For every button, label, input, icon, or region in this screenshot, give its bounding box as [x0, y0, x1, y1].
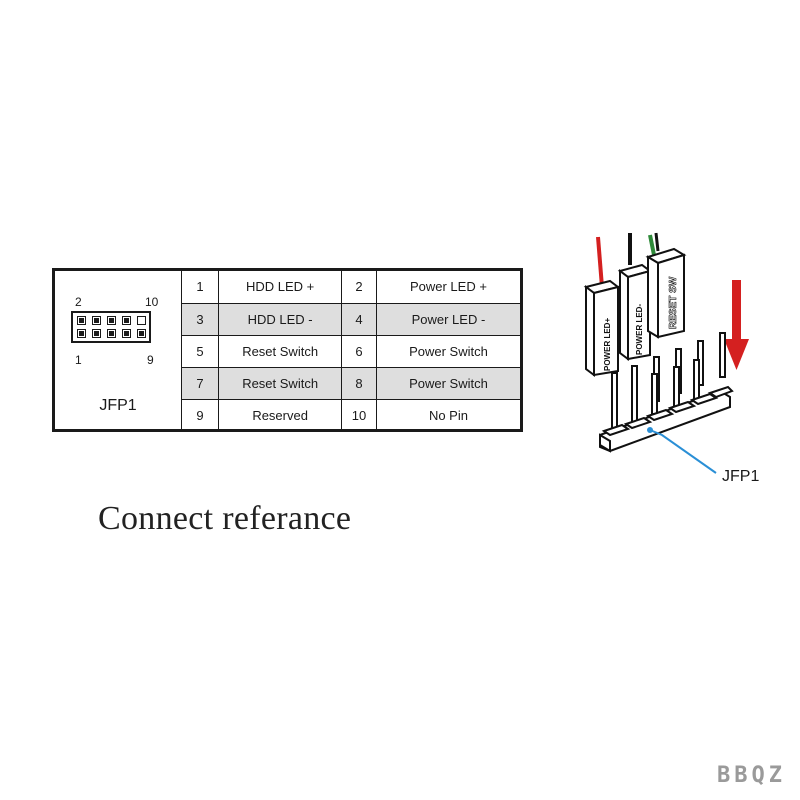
- header-pin: [122, 329, 131, 338]
- jfp1-label: JFP1: [722, 468, 760, 485]
- header-pin: [107, 329, 116, 338]
- pin-number: 3: [182, 302, 219, 335]
- table-row: 1 HDD LED + 2 Power LED +: [182, 271, 520, 303]
- pin-signal: Reserved: [218, 398, 342, 431]
- header-pin: [107, 316, 116, 325]
- pin-signal: Power Switch: [375, 334, 520, 367]
- pin-number: 10: [341, 398, 377, 431]
- pin-number: 4: [341, 302, 377, 335]
- connector-illustration: POWER LED+ POWER LED- RESET SW: [583, 232, 749, 474]
- red-wire: [596, 236, 604, 288]
- header-name: JFP1: [99, 397, 137, 414]
- pin-table-panel: 2 10 1 9 JFP1 1 HDD LED + 2 Power LED +: [52, 268, 523, 432]
- pointer-dot: [647, 427, 653, 433]
- plug-reset-sw: RESET SW: [645, 247, 687, 339]
- header-pin: [137, 316, 146, 325]
- table-row: 7 Reset Switch 8 Power Switch: [182, 366, 520, 399]
- watermark-logo: BBQZ: [717, 763, 786, 788]
- pin-number: 8: [341, 366, 377, 399]
- black-wire: [654, 232, 660, 252]
- pin-number: 6: [341, 334, 377, 367]
- pin-signal: No Pin: [375, 398, 520, 431]
- pin-signal: Power LED -: [375, 302, 520, 335]
- pointer-line: [649, 429, 717, 474]
- pin-signal: Reset Switch: [218, 334, 342, 367]
- plug-label-reset-sw: RESET SW: [668, 276, 679, 329]
- header-pin: [92, 316, 101, 325]
- pin-number-bottom-right: 9: [147, 353, 154, 367]
- pin-number: 9: [182, 398, 219, 431]
- pin-number-bottom-left: 1: [75, 353, 82, 367]
- insert-arrow-icon: [724, 280, 749, 370]
- table-row: 3 HDD LED - 4 Power LED -: [182, 302, 520, 335]
- pin-number: 2: [341, 271, 377, 303]
- pin-signal: Reset Switch: [218, 366, 342, 399]
- jfp1-header-block: [599, 332, 734, 453]
- caption-text: Connect referance: [98, 500, 352, 537]
- pin-number-top-left: 2: [75, 295, 82, 309]
- header-pin: [77, 316, 86, 325]
- header-pin: [77, 329, 86, 338]
- pin-number: 7: [182, 366, 219, 399]
- plug-label-power-led-plus: POWER LED+: [603, 318, 612, 371]
- table-row: 9 Reserved 10 No Pin: [182, 398, 520, 431]
- plug-power-led-minus: POWER LED-: [617, 263, 653, 361]
- pin-number-top-right: 10: [145, 295, 159, 309]
- header-pin: [92, 329, 101, 338]
- pin-signal: Power Switch: [375, 366, 520, 399]
- pin-signal: HDD LED -: [218, 302, 342, 335]
- pin-signal: HDD LED +: [218, 271, 342, 303]
- pin-number: 1: [196, 279, 204, 295]
- plug-label-power-led-minus: POWER LED-: [635, 304, 644, 355]
- header-pin-block: [71, 311, 151, 343]
- pin-signal: Power LED +: [375, 271, 520, 303]
- header-pin: [122, 316, 131, 325]
- header-pin: [137, 329, 146, 338]
- header-diagram-cell: 2 10 1 9 JFP1: [55, 271, 182, 429]
- green-wire: [648, 234, 656, 256]
- pin-number: 5: [182, 334, 219, 367]
- table-row: 5 Reset Switch 6 Power Switch: [182, 334, 520, 367]
- plug-power-led-plus: POWER LED+: [583, 279, 621, 377]
- pin-assignment-table: 1 HDD LED + 2 Power LED + 3 HDD LED - 4 …: [182, 271, 520, 431]
